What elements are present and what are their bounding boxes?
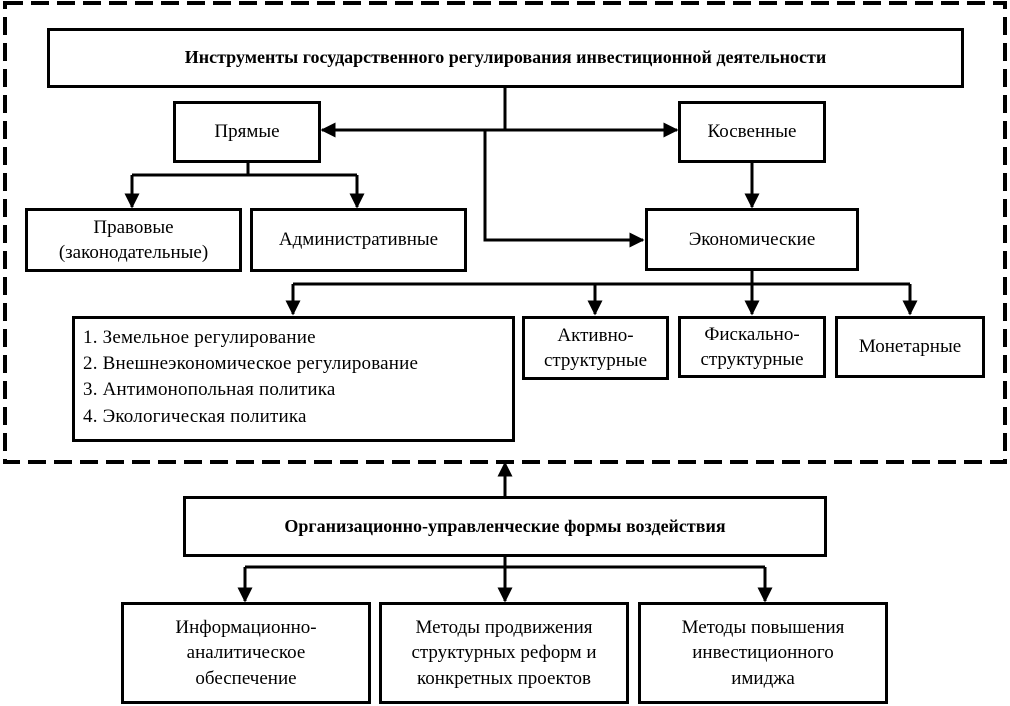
economic-box: Экономические [645, 208, 859, 271]
indirect-box: Косвенные [678, 101, 826, 163]
indirect-text: Косвенные [707, 121, 797, 143]
info-support-line-2: аналитическое [186, 642, 306, 664]
image-methods-line-3: имиджа [731, 667, 795, 689]
economic-text: Экономические [688, 228, 816, 250]
monetary-box: Монетарные [835, 316, 985, 378]
direct-box: Прямые [173, 101, 321, 163]
active-structural-box: Активно- структурные [522, 316, 669, 380]
fiscal-structural-line-1: Фискально- [704, 323, 800, 345]
measure-item-3: 3. Антимонопольная политика [83, 379, 336, 401]
measure-item-4: 4. Экологическая политика [83, 405, 307, 427]
monetary-text: Монетарные [858, 336, 962, 358]
reform-methods-box: Методы продвижения структурных реформ и … [379, 602, 629, 704]
org-distribution-line [245, 557, 765, 569]
measure-item-2: 2. Внешнеэкономическое регулирование [83, 353, 419, 375]
info-support-line-1: Информационно- [175, 617, 317, 639]
title-text: Инструменты государственного регулирован… [184, 47, 827, 68]
active-structural-line-2: структурные [543, 350, 648, 371]
economic-distribution-line [293, 271, 910, 286]
reform-methods-line-2: структурных реформ и [411, 642, 597, 664]
active-structural-line-1: Активно- [557, 324, 634, 346]
administrative-box: Административные [250, 208, 467, 272]
arrow-to-economic-from-trunk [483, 130, 645, 248]
measure-item-1: 1. Земельное регулирование [83, 327, 316, 348]
measures-list-box: 1. Земельное регулирование 2. Внешнеэкон… [72, 316, 515, 442]
fiscal-structural-box: Фискально- структурные [678, 316, 826, 378]
legal-line-2: (законодательные) [58, 242, 209, 263]
reform-methods-line-1: Методы продвижения [415, 617, 593, 639]
org-forms-box: Организационно-управленческие формы возд… [183, 496, 827, 557]
reform-methods-line-3: конкретных проектов [417, 667, 591, 689]
image-methods-box: Методы повышения инвестиционного имиджа [638, 602, 888, 704]
info-support-box: Информационно- аналитическое обеспечение [121, 602, 371, 704]
title-box: Инструменты государственного регулирован… [47, 28, 964, 88]
administrative-text: Административные [278, 229, 439, 251]
direct-text: Прямые [214, 121, 280, 143]
legal-line-1: Правовые [93, 216, 174, 238]
info-support-line-3: обеспечение [195, 667, 297, 689]
image-methods-line-2: инвестиционного [692, 642, 834, 664]
image-methods-line-1: Методы повышения [681, 617, 845, 639]
fiscal-structural-line-2: структурные [700, 349, 804, 370]
direct-split-line [132, 163, 250, 177]
legal-box: Правовые (законодательные) [25, 208, 242, 272]
org-forms-text: Организационно-управленческие формы возд… [284, 515, 726, 536]
